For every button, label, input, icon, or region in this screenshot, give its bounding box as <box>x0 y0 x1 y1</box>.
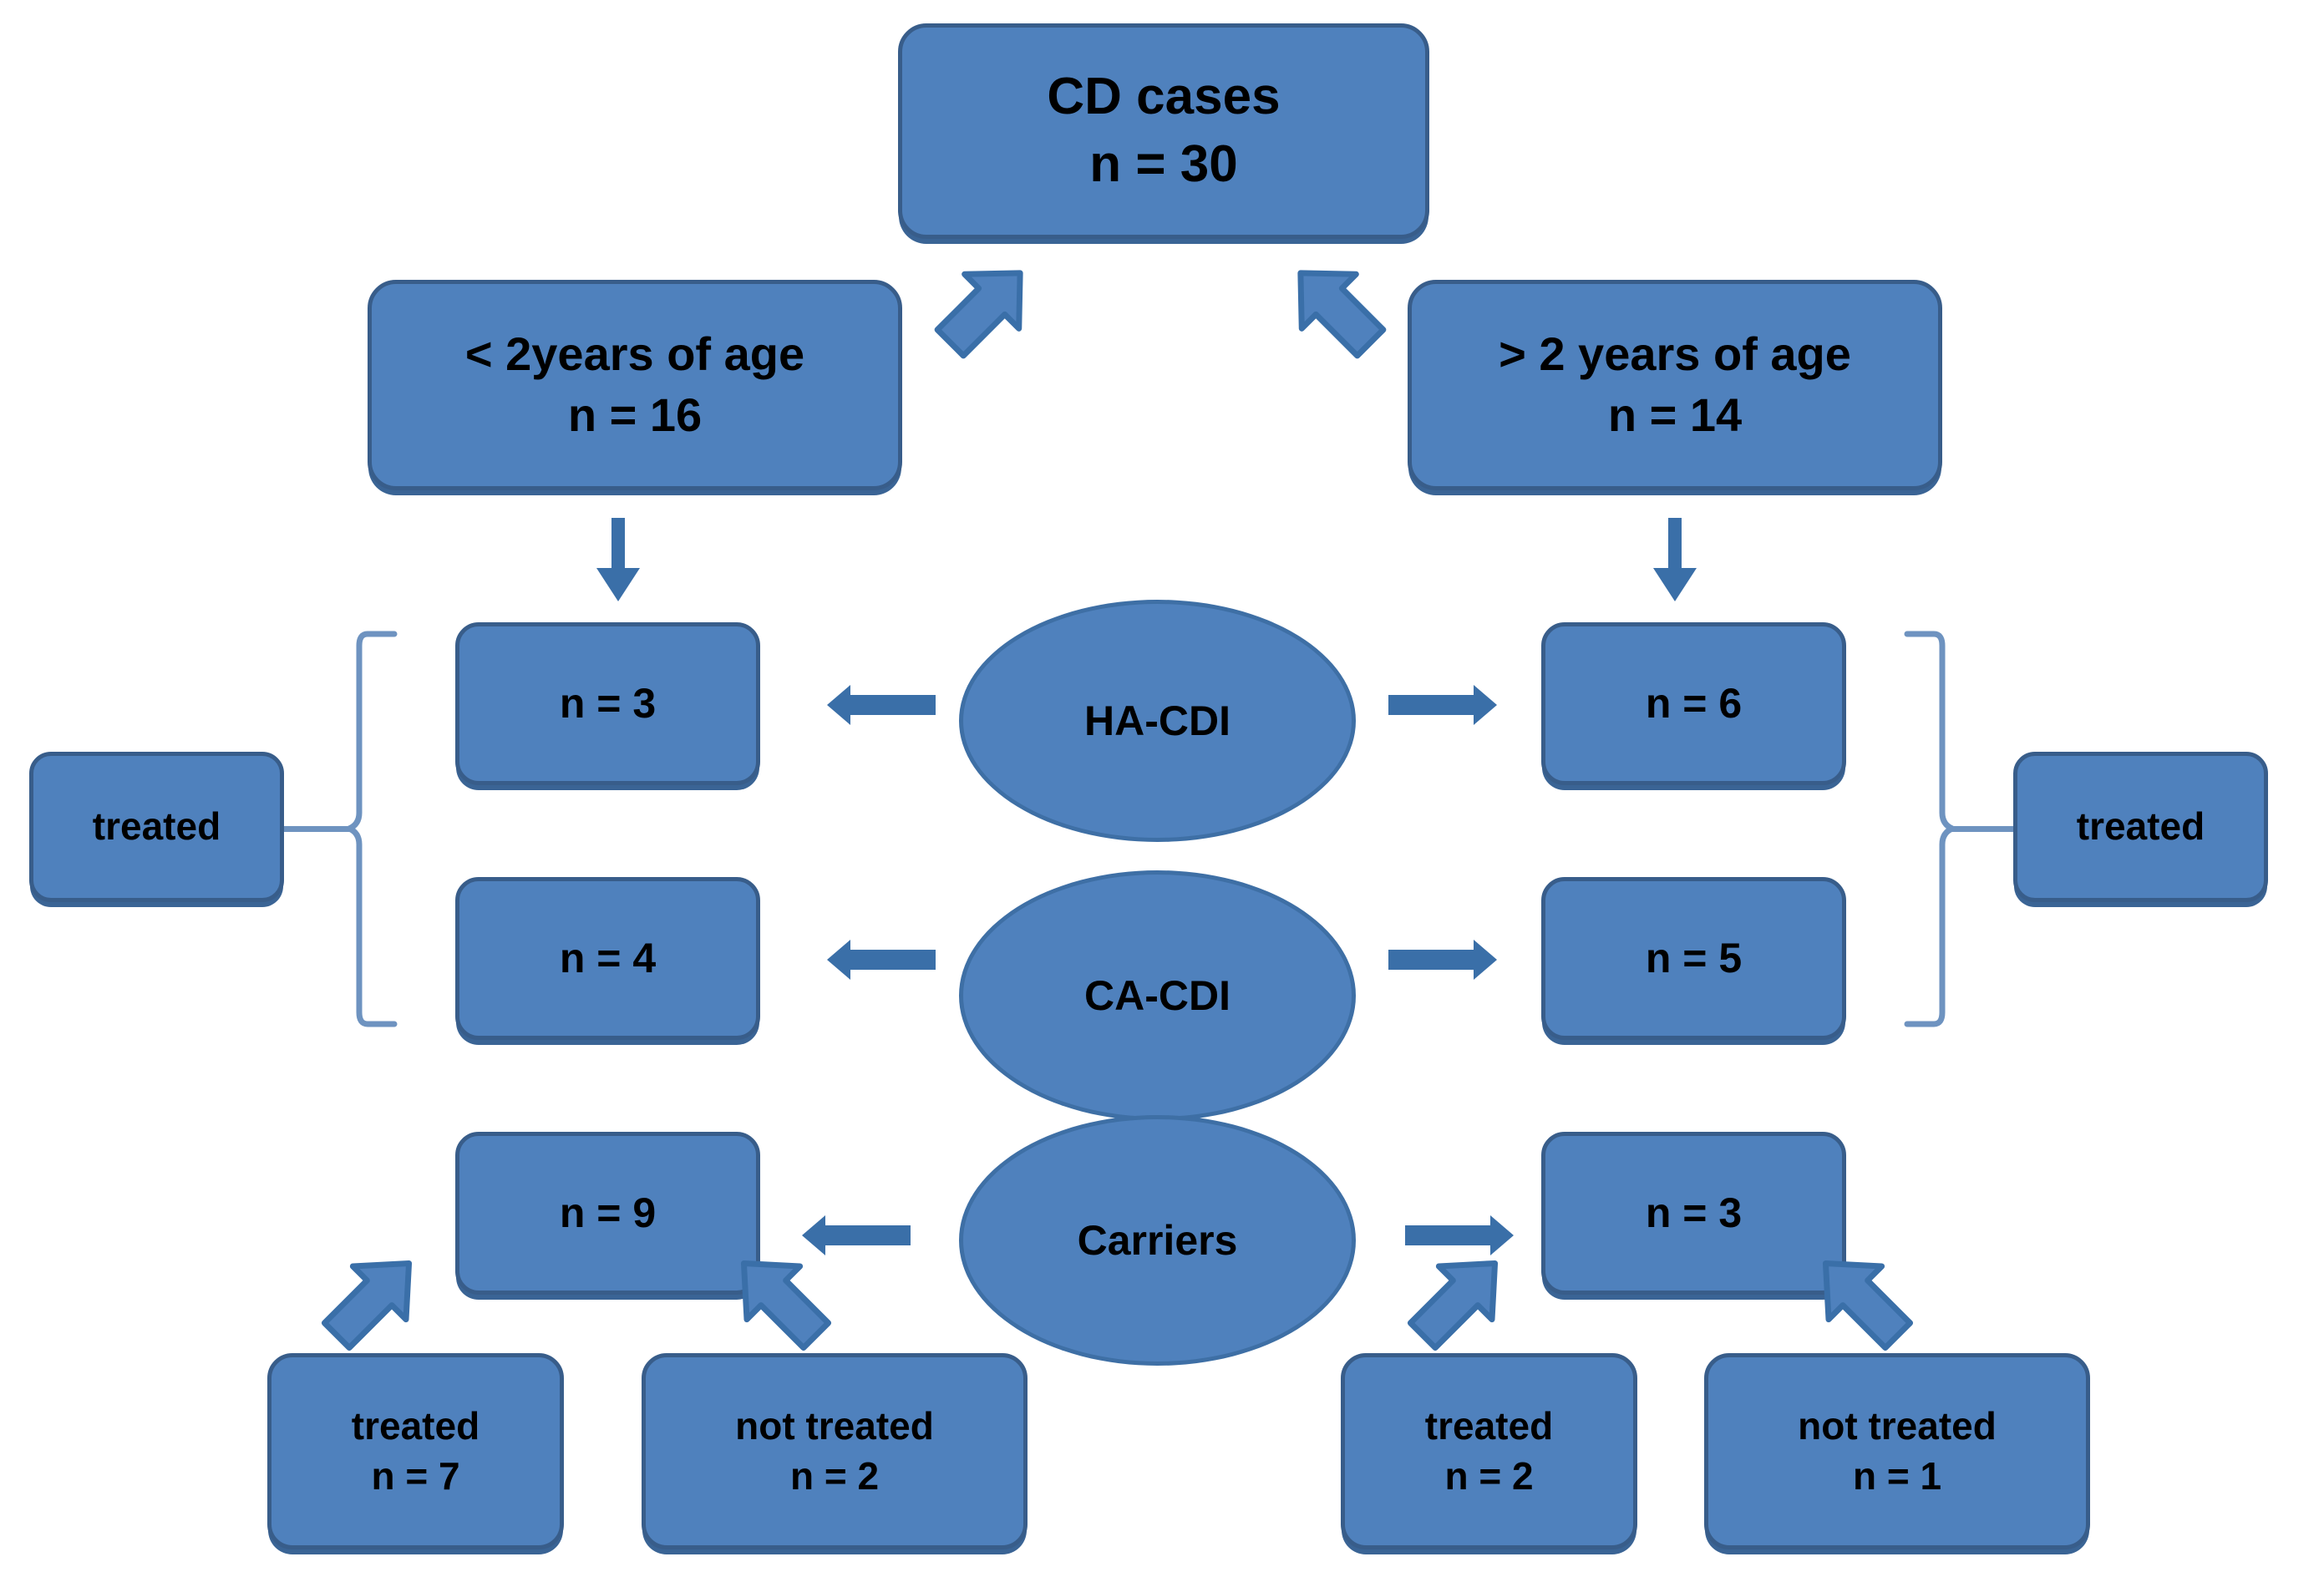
node-ha-cdi-right-count[interactable]: n = 6 <box>1541 622 1846 785</box>
arrow-carriers-left-to-not-treated <box>718 1245 844 1357</box>
node-carriers[interactable]: Carriers <box>959 1115 1356 1366</box>
node-right-outcome-treated[interactable]: treated n = 2 <box>1341 1353 1637 1549</box>
node-age-under-2[interactable]: < 2years of age n = 16 <box>368 280 902 490</box>
arrow-carriers-to-right <box>1405 1215 1514 1255</box>
node-cd-cases-count: n = 30 <box>1089 135 1238 193</box>
arrow-head <box>802 1215 825 1255</box>
arrow-root-to-over2 <box>1270 255 1403 363</box>
arrow-shaft <box>824 1225 911 1245</box>
arrow-shaft <box>611 518 625 570</box>
brace-right-stub <box>1951 826 2017 832</box>
arrow-carriers-right-to-treated <box>1395 1245 1520 1357</box>
node-ca-cdi-left-count[interactable]: n = 4 <box>455 877 760 1040</box>
node-ha-cdi-left-count-label: n = 3 <box>559 680 657 727</box>
node-left-outcome-treated-label: treated <box>351 1403 480 1448</box>
node-ca-cdi-right-count[interactable]: n = 5 <box>1541 877 1846 1040</box>
brace-left-stub <box>284 826 351 832</box>
node-carriers-right-count-label: n = 3 <box>1645 1189 1743 1236</box>
arrow-shaft <box>1388 950 1475 970</box>
arrow-shaft <box>849 695 936 715</box>
arrow-ca-cdi-to-right <box>1388 940 1497 980</box>
node-ha-cdi-left-count[interactable]: n = 3 <box>455 622 760 785</box>
node-left-outcome-treated-count: n = 7 <box>371 1453 460 1498</box>
node-right-outcome-not-treated-count: n = 1 <box>1852 1453 1942 1498</box>
arrow-root-to-under2 <box>917 255 1051 363</box>
node-ca-cdi-left-count-label: n = 4 <box>559 935 657 981</box>
arrow-shaft <box>1405 1225 1492 1245</box>
arrow-ha-cdi-to-left <box>827 685 936 725</box>
node-age-over-2-count: n = 14 <box>1607 388 1743 441</box>
arrow-carriers-left-to-treated <box>309 1245 434 1357</box>
node-cd-cases-title: CD cases <box>1047 68 1281 126</box>
node-age-over-2-label: > 2 years of age <box>1499 327 1851 381</box>
arrow-under2-down <box>585 518 652 601</box>
arrow-head <box>827 685 850 725</box>
node-ca-cdi[interactable]: CA-CDI <box>959 870 1356 1121</box>
node-age-under-2-label: < 2years of age <box>464 327 805 381</box>
arrow-carriers-right-to-not-treated <box>1800 1245 1926 1357</box>
arrow-head <box>827 940 850 980</box>
arrow-head <box>1490 1215 1514 1255</box>
node-age-under-2-count: n = 16 <box>567 388 703 441</box>
node-right-outcome-not-treated-label: not treated <box>1798 1403 1997 1448</box>
arrow-over2-down <box>1642 518 1708 601</box>
node-ca-cdi-right-count-label: n = 5 <box>1645 935 1743 981</box>
node-carriers-left-count-label: n = 9 <box>559 1189 657 1236</box>
arrow-ha-cdi-to-right <box>1388 685 1497 725</box>
node-ca-cdi-label: CA-CDI <box>1084 972 1231 1019</box>
arrow-head <box>1474 940 1497 980</box>
arrow-carriers-to-left <box>802 1215 911 1255</box>
node-left-treated-label[interactable]: treated <box>29 752 284 902</box>
node-ha-cdi[interactable]: HA-CDI <box>959 600 1356 842</box>
node-carriers-right-count[interactable]: n = 3 <box>1541 1132 1846 1295</box>
arrow-head <box>1653 568 1697 601</box>
node-ha-cdi-label: HA-CDI <box>1084 697 1231 744</box>
node-left-outcome-not-treated-label: not treated <box>735 1403 934 1448</box>
node-left-treated-text: treated <box>92 804 221 849</box>
node-cd-cases[interactable]: CD cases n = 30 <box>898 23 1429 239</box>
node-carriers-left-count[interactable]: n = 9 <box>455 1132 760 1295</box>
node-right-outcome-treated-count: n = 2 <box>1444 1453 1534 1498</box>
node-right-outcome-treated-label: treated <box>1424 1403 1554 1448</box>
node-right-outcome-not-treated[interactable]: not treated n = 1 <box>1704 1353 2090 1549</box>
node-right-treated-label[interactable]: treated <box>2013 752 2268 902</box>
arrow-shaft <box>1388 695 1475 715</box>
node-ha-cdi-right-count-label: n = 6 <box>1645 680 1743 727</box>
node-left-outcome-not-treated-count: n = 2 <box>789 1453 880 1498</box>
node-carriers-label: Carriers <box>1077 1217 1238 1264</box>
node-right-treated-text: treated <box>2076 804 2205 849</box>
arrow-head <box>596 568 640 601</box>
arrow-shaft <box>1668 518 1682 570</box>
brace-left-treated <box>343 631 401 1027</box>
arrow-shaft <box>849 950 936 970</box>
node-age-over-2[interactable]: > 2 years of age n = 14 <box>1408 280 1942 490</box>
node-left-outcome-treated[interactable]: treated n = 7 <box>267 1353 564 1549</box>
node-left-outcome-not-treated[interactable]: not treated n = 2 <box>642 1353 1028 1549</box>
arrow-ca-cdi-to-left <box>827 940 936 980</box>
arrow-head <box>1474 685 1497 725</box>
